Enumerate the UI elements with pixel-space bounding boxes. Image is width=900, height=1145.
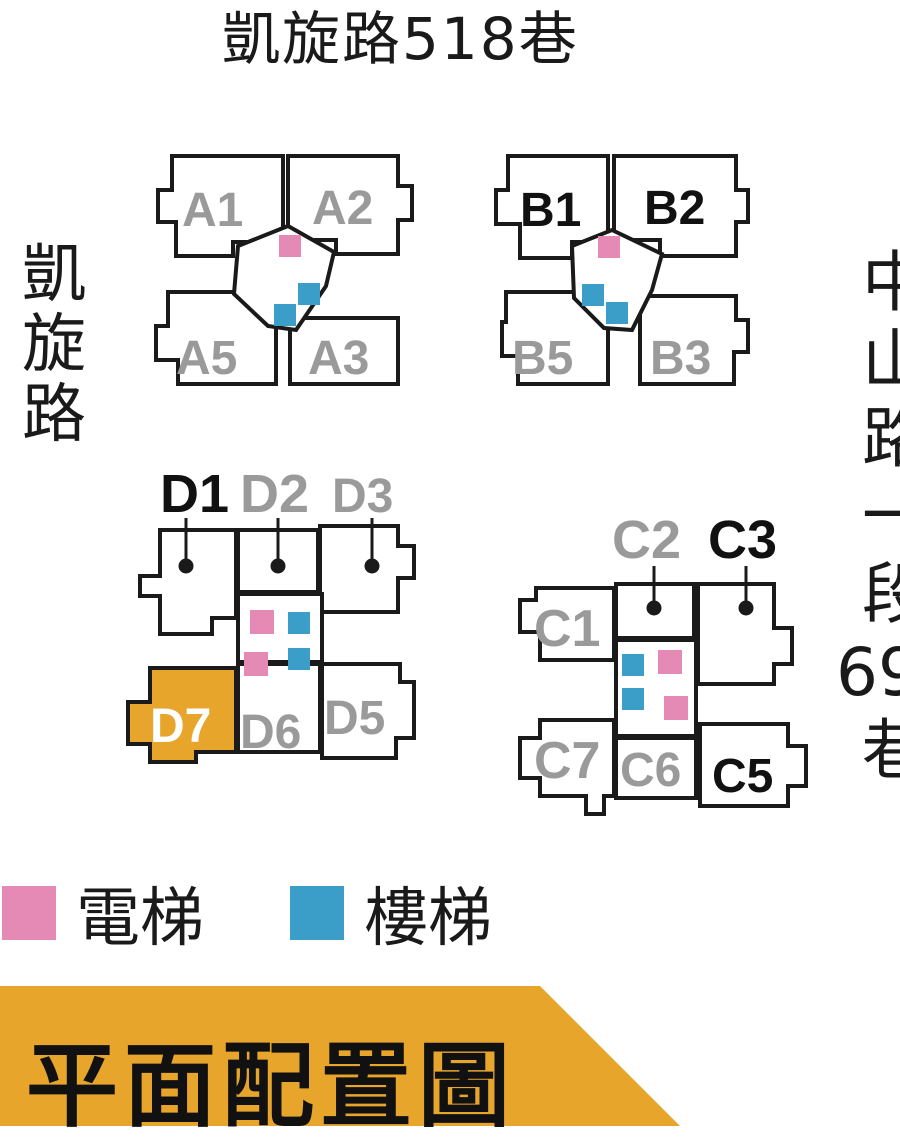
road-left-char: 路 [22, 378, 86, 452]
elevator-icon [664, 696, 688, 720]
unit-a1-outline [156, 154, 285, 258]
unit-label-d5: D5 [324, 692, 385, 745]
entry-dot-c2 [646, 600, 662, 616]
road-right-char: 段 [862, 556, 900, 633]
unit-label-d2: D2 [240, 464, 309, 524]
road-right-char: 巷 [862, 712, 900, 789]
title-banner [0, 986, 680, 1126]
unit-label-b2: B2 [644, 182, 705, 235]
unit-b2-outline [612, 154, 750, 258]
road-right-char: 69 [836, 634, 900, 711]
unit-d1-outline [138, 528, 238, 636]
road-right-char: 路 [862, 400, 900, 477]
legend-elevator: 電梯 [2, 878, 204, 956]
stairs-icon [622, 654, 644, 676]
road-label-top: 凱旋路518巷 [222, 5, 579, 73]
unit-a2-outline [286, 154, 414, 256]
entry-dot-c3 [738, 600, 754, 616]
elevator-icon [250, 610, 274, 634]
unit-label-b1: B1 [520, 184, 581, 237]
elevator-icon [244, 652, 268, 676]
unit-label-c6: C6 [620, 744, 681, 797]
road-label-right: 中 山 路 一 段 69 巷 [836, 244, 900, 790]
legend-stairs: 樓梯 [290, 878, 492, 956]
stairs-icon [274, 304, 296, 326]
road-right-char: 山 [862, 322, 900, 399]
unit-label-d3: D3 [332, 470, 393, 523]
core-markers [244, 235, 688, 720]
entry-dot-d2 [270, 558, 286, 574]
road-left-char: 凱 [22, 238, 86, 312]
stairs-icon [606, 302, 628, 324]
building-d [126, 524, 416, 764]
stairs-swatch-icon [290, 886, 344, 940]
page-title: 平面配置圖 [26, 1033, 517, 1140]
stairs-icon [622, 688, 644, 710]
unit-label-c3: C3 [708, 510, 777, 570]
unit-label-c5: C5 [712, 750, 773, 803]
entry-dot-d1 [178, 558, 194, 574]
unit-label-a1: A1 [182, 184, 243, 237]
road-right-char: 一 [862, 478, 900, 555]
building-b [494, 154, 750, 386]
road-left-char: 旋 [22, 308, 86, 382]
unit-label-a5: A5 [176, 332, 237, 385]
elevator-icon [658, 650, 682, 674]
unit-label-b3: B3 [650, 332, 711, 385]
unit-d5-outline [320, 662, 416, 760]
road-right-char: 中 [862, 244, 900, 321]
legend-elevator-label: 電梯 [76, 882, 204, 956]
unit-c6-outline [614, 736, 698, 800]
stairs-icon [288, 612, 310, 634]
unit-c5-outline [698, 722, 808, 808]
unit-b3-outline [638, 294, 750, 386]
elevator-swatch-icon [2, 886, 56, 940]
unit-d7-outline [126, 666, 238, 764]
unit-a3-outline [288, 316, 400, 386]
stairs-icon [298, 283, 320, 305]
unit-label-a3: A3 [308, 332, 369, 385]
unit-label-d7: D7 [150, 700, 211, 753]
unit-label-d6: D6 [240, 706, 301, 759]
unit-label-b5: B5 [512, 332, 573, 385]
unit-label-c1: C1 [534, 600, 600, 658]
unit-b1-outline [494, 154, 610, 260]
unit-label-c7: C7 [534, 732, 600, 790]
unit-label-d1: D1 [160, 464, 229, 524]
legend-stairs-label: 樓梯 [364, 882, 492, 956]
stairs-icon [582, 284, 604, 306]
entry-markers [178, 518, 754, 616]
elevator-icon [598, 236, 620, 258]
road-label-left: 凱 旋 路 [14, 240, 94, 450]
unit-label-a2: A2 [312, 182, 373, 235]
stairs-icon [288, 648, 310, 670]
entry-dot-d3 [364, 558, 380, 574]
building-a [154, 154, 414, 386]
unit-label-c2: C2 [612, 510, 681, 570]
building-c [518, 582, 808, 816]
elevator-icon [279, 235, 301, 257]
unit-c3-outline [696, 582, 794, 686]
unit-labels: A1 A2 A5 A3 B1 B2 B5 B3 D1 D2 D3 D7 D6 D… [150, 182, 777, 803]
